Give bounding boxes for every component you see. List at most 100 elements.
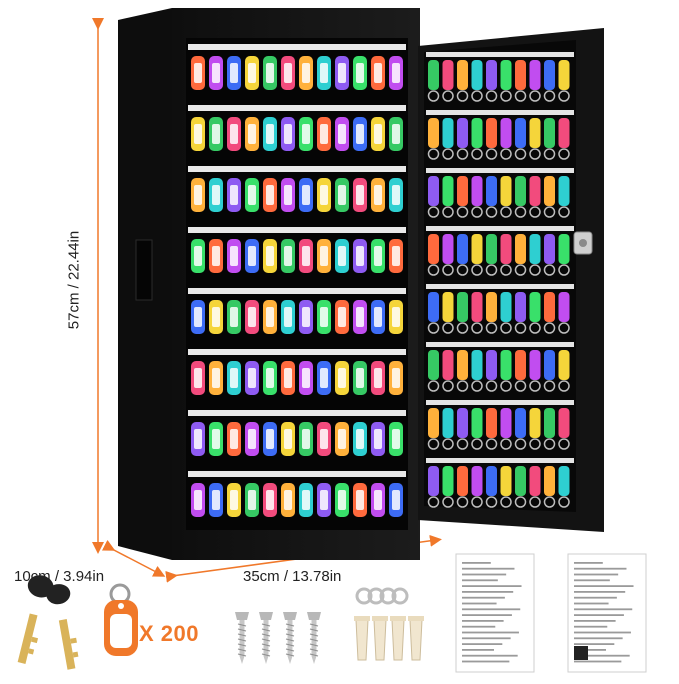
number-strip xyxy=(188,288,406,294)
key-tag-label xyxy=(194,307,202,327)
key-tag xyxy=(544,234,555,264)
key-tag-label xyxy=(374,368,382,388)
key-tag xyxy=(457,408,468,438)
key-tag xyxy=(529,234,541,264)
key-ring xyxy=(456,322,469,334)
key-tag-label xyxy=(212,124,220,144)
key-tag xyxy=(457,118,468,148)
key-tag xyxy=(558,466,570,496)
wall-anchor xyxy=(372,616,388,661)
key-tag-label xyxy=(194,246,202,266)
key-tag xyxy=(486,118,497,148)
key-tag-label xyxy=(212,307,220,327)
key-tag-label xyxy=(248,307,256,327)
key-tag xyxy=(442,118,454,148)
key-tag-label xyxy=(392,307,400,327)
key-tag-label xyxy=(230,429,238,449)
key-tag xyxy=(457,350,468,380)
key-tag-label xyxy=(356,185,364,205)
key-ring xyxy=(558,496,570,508)
key-ring xyxy=(514,148,527,160)
cabinet-interior xyxy=(186,38,408,530)
key-tag xyxy=(515,118,526,148)
key-tag xyxy=(457,60,468,90)
key-tag xyxy=(457,292,468,322)
key-ring xyxy=(529,148,541,160)
key-ring xyxy=(427,148,440,160)
key-ring xyxy=(500,90,512,102)
key-tag xyxy=(442,408,454,438)
key-tag-label xyxy=(338,307,346,327)
key-tag-label xyxy=(320,307,328,327)
key-tag-label xyxy=(194,429,202,449)
key-ring xyxy=(500,206,512,218)
key-tag xyxy=(486,466,497,496)
key-tag xyxy=(486,176,497,206)
key-tag-label xyxy=(320,368,328,388)
key-ring xyxy=(558,322,570,334)
key-ring xyxy=(471,264,483,276)
key-tag xyxy=(471,234,483,264)
key-ring xyxy=(456,90,469,102)
key-ring xyxy=(456,496,469,508)
key-ring xyxy=(529,264,541,276)
key-tag-label xyxy=(194,368,202,388)
key-tag xyxy=(500,408,512,438)
key-tag xyxy=(544,292,555,322)
key-tag-label xyxy=(320,490,328,510)
key-tag-label xyxy=(212,490,220,510)
key-tag xyxy=(428,60,439,90)
key-ring xyxy=(427,90,440,102)
key-ring xyxy=(543,380,556,392)
key-tag xyxy=(558,60,570,90)
key-tag-label xyxy=(284,307,292,327)
key-ring xyxy=(442,206,454,218)
key-tag xyxy=(529,350,541,380)
number-strip xyxy=(188,105,406,111)
key-tag xyxy=(500,234,512,264)
key-ring xyxy=(471,496,483,508)
key-tag-label xyxy=(230,246,238,266)
instruction-manual-1 xyxy=(455,553,535,673)
key-ring xyxy=(427,322,440,334)
number-strip xyxy=(426,400,574,405)
key-tag xyxy=(544,408,555,438)
key-tag xyxy=(529,60,541,90)
screw xyxy=(259,612,273,664)
key-tag-label xyxy=(338,246,346,266)
key-ring xyxy=(514,380,527,392)
key-ring xyxy=(471,206,483,218)
key-ring xyxy=(471,90,483,102)
key-tag xyxy=(500,60,512,90)
key-tag xyxy=(471,176,483,206)
key-ring xyxy=(485,90,498,102)
key-tag-label xyxy=(212,368,220,388)
wall-anchors-icon xyxy=(354,616,424,661)
key-ring xyxy=(529,206,541,218)
key-tag-label xyxy=(284,246,292,266)
wall-anchor xyxy=(408,616,424,661)
key-tag-label xyxy=(320,124,328,144)
key-tag-label xyxy=(284,368,292,388)
key-tag xyxy=(500,466,512,496)
key-ring xyxy=(514,438,527,450)
key-tag xyxy=(529,466,541,496)
key-ring xyxy=(543,438,556,450)
number-strip xyxy=(188,471,406,477)
key-tag xyxy=(544,466,555,496)
key-tag-label xyxy=(248,429,256,449)
key-tag xyxy=(515,292,526,322)
key-ring xyxy=(514,322,527,334)
key-tag-label xyxy=(266,185,274,205)
number-strip xyxy=(426,284,574,289)
key-ring xyxy=(529,496,541,508)
key-ring xyxy=(442,148,454,160)
key-ring xyxy=(442,496,454,508)
key-tag-label xyxy=(212,63,220,83)
door-hook-rows xyxy=(426,52,574,508)
key-tag xyxy=(428,350,439,380)
key-ring xyxy=(500,380,512,392)
key-ring xyxy=(485,380,498,392)
screw xyxy=(283,612,297,664)
key-ring xyxy=(529,90,541,102)
